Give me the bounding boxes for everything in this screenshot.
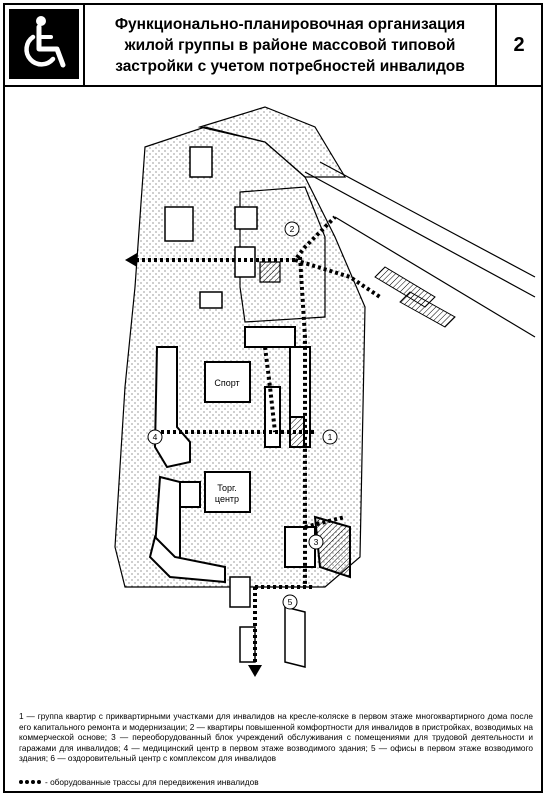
wheelchair-icon bbox=[9, 9, 79, 79]
sport-building bbox=[204, 361, 251, 403]
marker-3: 3 bbox=[308, 534, 324, 550]
marker-2: 2 bbox=[284, 221, 300, 237]
marker-1: 1 bbox=[322, 429, 338, 445]
buildings-top bbox=[164, 146, 258, 309]
title-line-1: Функционально-планировочная организация bbox=[114, 15, 466, 33]
legend: - оборудованные трассы для передвижения … bbox=[19, 777, 519, 787]
bottom-buildings bbox=[229, 576, 306, 668]
accessible-routes bbox=[130, 215, 382, 667]
route-dots-icon bbox=[19, 780, 41, 784]
marker-4-label: 4 bbox=[153, 432, 158, 442]
sheet-frame: Функционально-планировочная организация … bbox=[3, 3, 543, 793]
label-trade-line-1: Торг. bbox=[217, 483, 237, 493]
title-line-2: жилой группы в районе массовой типовой bbox=[124, 36, 456, 54]
marker-1-label: 1 bbox=[328, 432, 333, 442]
header-title-cell: Функционально-планировочная организация … bbox=[85, 5, 497, 85]
header-number-cell: 2 bbox=[497, 5, 541, 85]
route-arrow-down bbox=[248, 665, 262, 677]
label-trade-line-2: центр bbox=[215, 494, 239, 504]
route-arrow-left bbox=[125, 253, 137, 267]
marker-2-label: 2 bbox=[290, 224, 295, 234]
header-icon-cell bbox=[5, 5, 85, 85]
site-blocks bbox=[114, 106, 366, 588]
marker-5: 5 bbox=[282, 594, 298, 610]
caption: 1 — группа квартир с приквартирными учас… bbox=[19, 711, 533, 764]
marker-4: 4 bbox=[147, 429, 163, 445]
legend-text: - оборудованные трассы для передвижения … bbox=[45, 777, 259, 787]
header: Функционально-планировочная организация … bbox=[5, 5, 541, 87]
page-title: Функционально-планировочная организация … bbox=[115, 14, 465, 77]
marker-3-label: 3 bbox=[314, 537, 319, 547]
title-line-3: застройки с учетом потребностей инвалидо… bbox=[115, 57, 465, 75]
housing-left bbox=[148, 346, 226, 584]
trade-center-building bbox=[204, 471, 251, 513]
site-plan: Спорт Торг. центр 1 2 3 4 5 bbox=[114, 106, 536, 677]
marker-5-label: 5 bbox=[288, 597, 293, 607]
sheet-number: 2 bbox=[513, 33, 525, 56]
label-sport: Спорт bbox=[214, 378, 239, 388]
street bbox=[304, 161, 536, 338]
